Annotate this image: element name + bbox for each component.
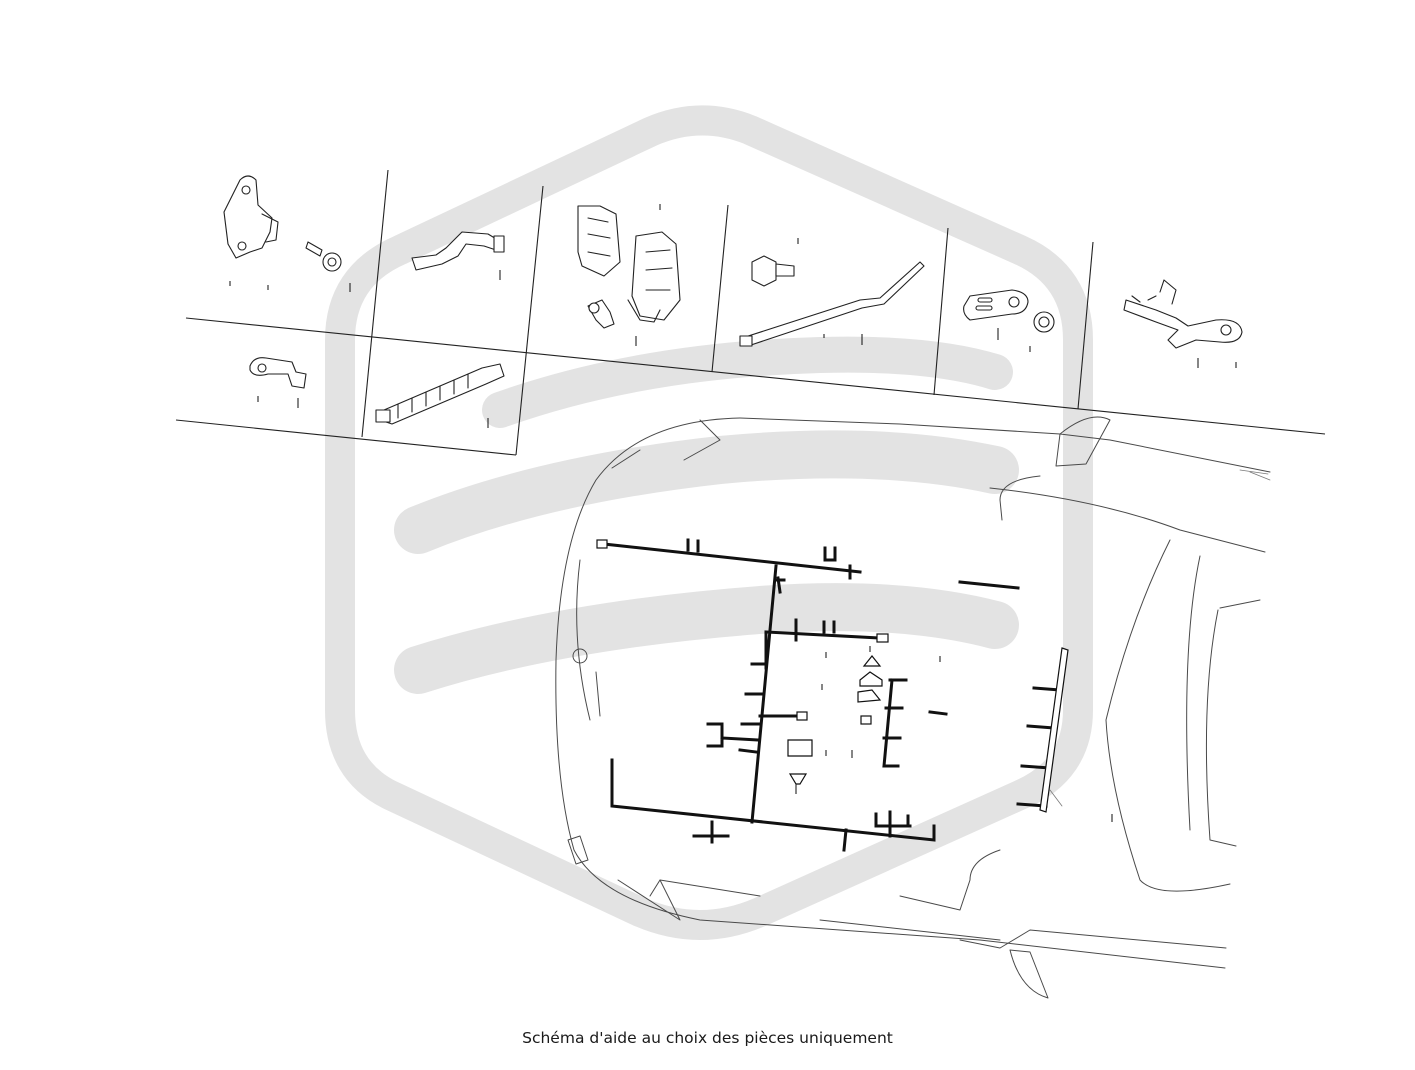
part-bolt-and-cable-tie[interactable] — [739, 238, 925, 347]
part-fork-bracket[interactable] — [1123, 279, 1243, 368]
part-connector-rail[interactable] — [375, 363, 505, 428]
wiring-harness — [602, 538, 1062, 852]
parts-grid — [175, 169, 1326, 456]
car-outline — [555, 416, 1271, 999]
harness-connectors — [596, 539, 1113, 822]
part-harness-clips[interactable] — [577, 204, 681, 346]
part-bracket-with-bolt[interactable] — [223, 175, 351, 292]
diagram-caption: Schéma d'aide au choix des pièces unique… — [522, 1029, 893, 1047]
part-harness-bracket[interactable] — [411, 231, 505, 280]
watermark-logo-icon — [325, 105, 1093, 940]
part-bracket-and-nut[interactable] — [963, 289, 1055, 352]
part-small-bracket[interactable] — [249, 357, 307, 408]
